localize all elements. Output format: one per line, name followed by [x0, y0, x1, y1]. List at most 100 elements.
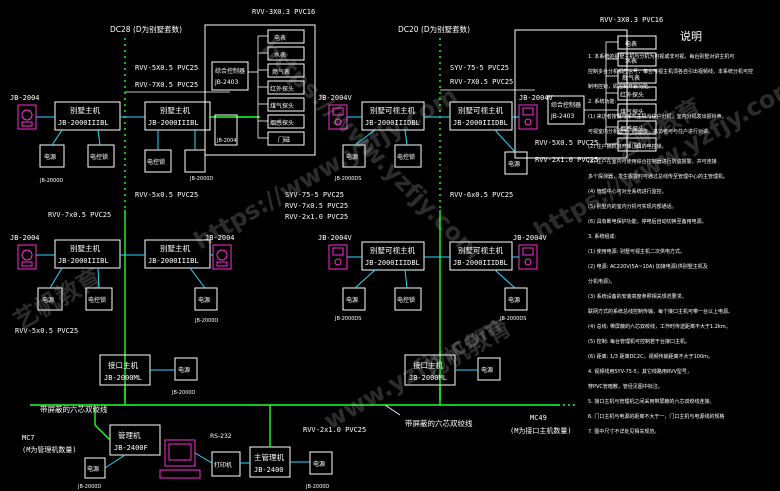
device-box[interactable]: [267, 63, 305, 78]
device-label: 燃气表: [272, 68, 290, 76]
left-controller-box[interactable]: [211, 61, 249, 91]
intercom-phone-icon[interactable]: [212, 244, 232, 270]
left-interface-power: 电源: [178, 366, 190, 374]
note-line: 穿PVC管暗敷，管径见图中标注。: [588, 383, 663, 390]
note-line: (1) 使用电源: 别墅可视主机二次供电方式。: [588, 248, 685, 255]
left-lower-cable-1: RVV-7x0.5 PVC25: [48, 211, 111, 219]
device-box[interactable]: [267, 80, 305, 95]
left-panel-box[interactable]: [214, 114, 238, 146]
left-controller: 综合控制器: [215, 67, 245, 75]
note-line: (1) 来访者按键可呼叫主机与住户分机，室内分机发出振铃声，: [588, 113, 727, 120]
device-label: 烟感探头: [270, 119, 294, 127]
right-lower-power-box[interactable]: [342, 287, 366, 311]
management-group: 管理机 JB-2400F 电源 JB-2000D RS-232 打印机 主管理机…: [77, 424, 366, 490]
right-host-1-box[interactable]: [361, 101, 425, 131]
device-label: 电表: [274, 34, 286, 42]
right-lower-host-2-box[interactable]: [449, 241, 513, 271]
right-lock: 电控锁: [397, 153, 415, 161]
device-box[interactable]: [267, 97, 305, 112]
right-lower-host-1: 别墅可视主机: [370, 245, 415, 255]
right-controller-frame: [514, 29, 628, 159]
right-power-box[interactable]: [342, 144, 366, 168]
right-lower-host-2: 别墅可视主机: [458, 245, 503, 255]
main-power-box[interactable]: [309, 451, 333, 475]
right-lower-host-1-box[interactable]: [361, 241, 425, 271]
right-lower-group: SYV-75-5 PVC25 RVV-7x0.5 PVC25 RVV-2x1.0…: [285, 191, 548, 322]
right-lower-power2-box[interactable]: [504, 287, 528, 311]
left-indoor-host: 别墅主机: [160, 105, 190, 115]
left-lower-indoor-host-box[interactable]: [144, 239, 211, 269]
device-box[interactable]: [617, 52, 657, 67]
video-phone-icon[interactable]: [328, 244, 348, 270]
left-interface-group: 接口主机 JB-2000ML 电源 JB-2000D: [99, 354, 198, 396]
left-lower-lock: 电控锁: [88, 296, 106, 304]
note-line: (5) 控制: 每台管理机可控制若干台接口主机。: [588, 338, 690, 345]
left-controller-cable: RVV-3X0.3 PVC16: [252, 8, 315, 16]
device-box[interactable]: [617, 86, 657, 101]
device-box[interactable]: [267, 131, 305, 146]
notes-panel: 说明 1. 本系统的别墅主机与分机为可视或非可视，每台别墅对讲主机可控制多台分机…: [588, 29, 753, 435]
left-lock-box[interactable]: [87, 144, 115, 168]
video-phone-icon[interactable]: [518, 244, 538, 270]
right-controller-cable: RVV-3X0.3 PVC16: [600, 16, 663, 24]
right-controller-model: JB-2403: [550, 113, 575, 120]
left-interface-power-box[interactable]: [174, 357, 198, 381]
left-lower-power2-box[interactable]: [194, 287, 218, 311]
left-villa-host-box[interactable]: [54, 101, 121, 131]
bus-left-label: 带屏蔽的六芯双绞线: [40, 404, 108, 414]
left-cable-1: RVV-5X0.5 PVC25: [135, 64, 198, 72]
intercom-phone-icon[interactable]: [17, 104, 37, 130]
left-panel-model: JB-2004: [216, 138, 236, 144]
right-power2-box[interactable]: [504, 151, 528, 175]
device-box[interactable]: [617, 103, 657, 118]
bus-mc-right-note: (M为接口主机数量): [510, 426, 572, 435]
right-cable-3: RVV-6x0.5 PVC25: [450, 191, 513, 199]
left-interface-title: 接口主机: [108, 360, 138, 370]
note-line: 3. 系统组成:: [588, 233, 616, 240]
video-phone-icon[interactable]: [518, 104, 538, 130]
right-lower-cable-2: RVV-7x0.5 PVC25: [285, 202, 348, 210]
right-lower-host-1-model: JB-2000IIIDBL: [365, 259, 420, 267]
device-box[interactable]: [267, 114, 305, 129]
left-lower-villa-host-box[interactable]: [54, 239, 121, 269]
note-line: 制电控锁，即控制开锁功能。: [588, 83, 653, 90]
device-label: 水表: [274, 51, 286, 59]
device-label: 门磁: [278, 136, 290, 144]
note-line: 2. 系统功能:: [588, 98, 616, 105]
left-indoor-host-box[interactable]: [144, 101, 211, 131]
right-controller: 综合控制器: [551, 101, 581, 109]
note-line: 5. 接口主机与管理机之间采用带屏蔽的六芯双绞线连接。: [588, 398, 714, 405]
note-line: (2) 住户摘机可开启门口的电控锁。: [588, 143, 667, 150]
device-box[interactable]: [267, 29, 305, 44]
right-lower-lock-box[interactable]: [394, 287, 422, 311]
left-power2-box[interactable]: [184, 149, 206, 173]
bus-group: 带屏蔽的六芯双绞线 带屏蔽的六芯双绞线 MC7 (M为管理机数量) MC49 (…: [22, 385, 575, 454]
right-lower-power-model: JB-2000DS: [334, 316, 361, 322]
left-cable-3: RVV-5x0.5 PVC25: [135, 191, 198, 199]
printer-box[interactable]: [211, 451, 241, 477]
right-host-2-box[interactable]: [449, 101, 513, 131]
device-box[interactable]: [617, 120, 657, 135]
right-lower-cable-1: SYV-75-5 PVC25: [285, 191, 344, 199]
right-lower-lock: 电控锁: [397, 296, 415, 304]
note-line: 1. 本系统的别墅主机与分机为可视或非可视，每台别墅对讲主机可: [588, 53, 734, 60]
device-box[interactable]: [267, 46, 305, 61]
note-line: 控制多台分机相应信号，每台可视主机须各自引出视频线，本系统分机可控: [588, 68, 753, 75]
device-label: 红外探头: [620, 91, 644, 99]
computer-icon[interactable]: [159, 439, 201, 479]
right-lock-box[interactable]: [394, 144, 422, 168]
device-box[interactable]: [617, 35, 657, 50]
device-box[interactable]: [617, 137, 657, 152]
right-interface-model: JB-2000ML: [409, 374, 447, 382]
right-power2: 电源: [508, 160, 520, 168]
right-interface-power: 电源: [481, 366, 493, 374]
right-phone-2: JB-2004V: [519, 94, 554, 102]
intercom-phone-icon[interactable]: [17, 244, 37, 270]
right-cable-4: RVV-5X0.5 PVC25: [535, 139, 598, 147]
device-box[interactable]: [617, 69, 657, 84]
right-lower-power2: 电源: [508, 296, 520, 304]
right-interface-power-box[interactable]: [477, 357, 501, 381]
note-line: (6) 距离: 1/3 距离DC2C，视频传输距离不大于100m。: [588, 353, 713, 360]
note-line: (2) 电源: AC220V(5A~10A) 加接电源(供别墅主机及: [588, 263, 708, 270]
